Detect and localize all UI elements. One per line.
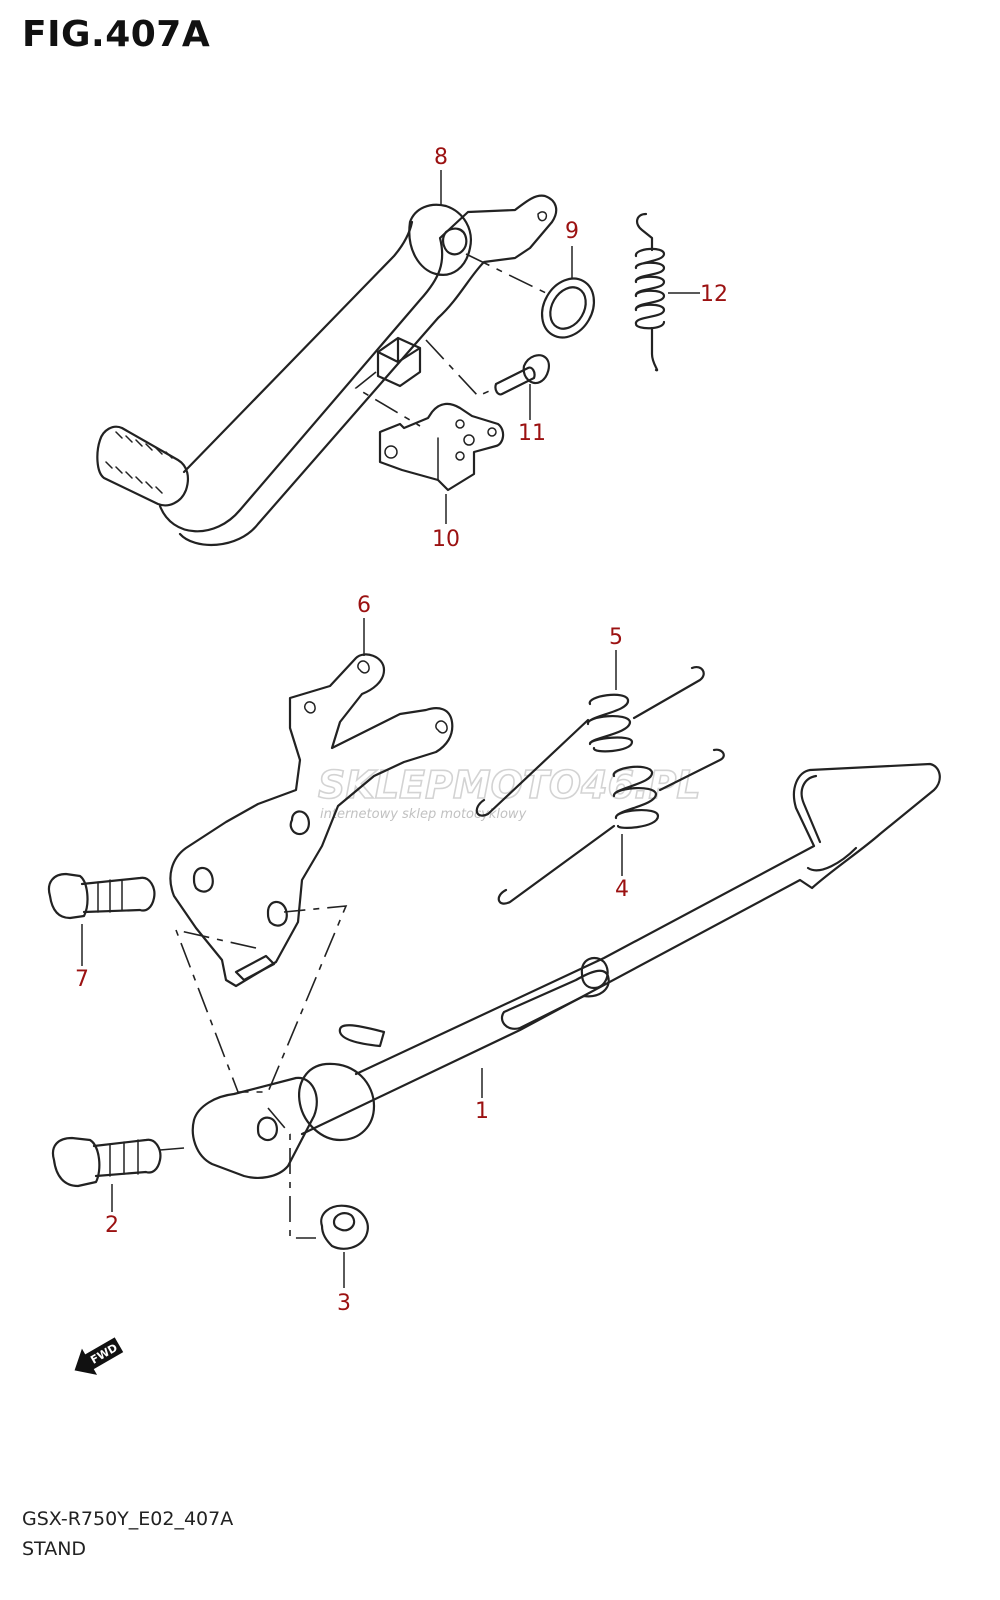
fwd-arrow-icon: FWD bbox=[74, 1337, 124, 1375]
nut-part bbox=[320, 1204, 369, 1250]
callout-5: 5 bbox=[609, 625, 623, 650]
washer-part bbox=[540, 277, 596, 339]
bracket-part bbox=[378, 402, 505, 492]
callout-3: 3 bbox=[337, 1291, 351, 1316]
figure-title: FIG.407A bbox=[22, 14, 211, 55]
spring-small bbox=[634, 212, 666, 372]
spring-5 bbox=[475, 666, 705, 817]
watermark-logo: SKLEPMOTO46.PL bbox=[318, 763, 701, 807]
side-stand bbox=[191, 762, 941, 1179]
callout-8: 8 bbox=[434, 145, 448, 170]
callout-10: 10 bbox=[432, 527, 460, 552]
pivot-bolt bbox=[51, 1136, 162, 1188]
callout-7: 7 bbox=[75, 967, 89, 992]
leader-lines bbox=[81, 170, 700, 1288]
watermark-tagline: internetowy sklep motocyklowy bbox=[320, 807, 527, 822]
callout-12: 12 bbox=[700, 282, 728, 307]
callout-4: 4 bbox=[615, 877, 629, 902]
callout-2: 2 bbox=[105, 1213, 119, 1238]
callout-1: 1 bbox=[475, 1099, 489, 1124]
assembly-lines bbox=[159, 253, 549, 1239]
spring-4 bbox=[497, 748, 725, 905]
bolt-small bbox=[494, 354, 550, 396]
callout-9: 9 bbox=[565, 219, 579, 244]
pedal-lever bbox=[96, 194, 558, 546]
stand-bracket bbox=[169, 653, 454, 988]
callout-11: 11 bbox=[518, 421, 546, 446]
callout-6: 6 bbox=[357, 593, 371, 618]
bolt-7 bbox=[47, 872, 156, 920]
footer-code: GSX-R750Y_E02_407A bbox=[22, 1508, 234, 1530]
footer-name: STAND bbox=[22, 1538, 87, 1560]
callouts: 8 9 12 11 10 6 5 4 7 1 2 3 bbox=[75, 145, 728, 1316]
